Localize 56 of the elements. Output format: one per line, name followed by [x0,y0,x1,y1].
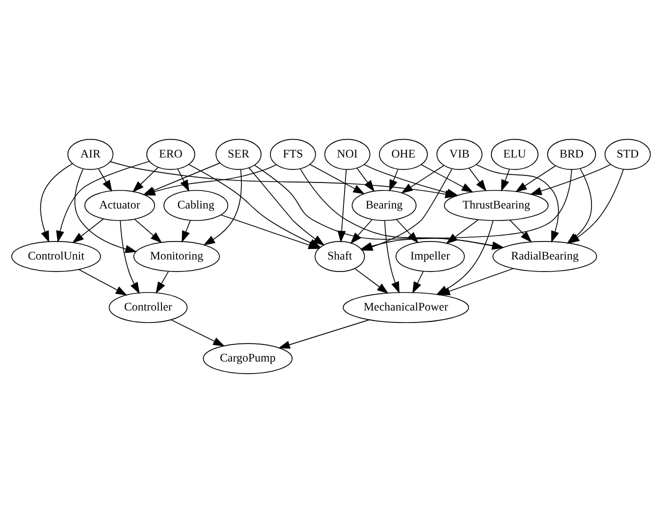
node-ellipse: Cabling [163,190,228,221]
arrow [515,165,556,192]
arrow [468,168,487,192]
node-ellipse: AIR [67,138,114,170]
arrow [530,164,612,195]
arrow [338,169,347,243]
arrow [412,270,424,294]
node-ellipse: FTS [270,138,316,170]
arrow [248,167,325,246]
arrow [389,168,398,192]
node-ellipse: SER [216,138,262,170]
arrow [364,164,459,197]
arrow [309,164,365,194]
arrow [509,220,532,243]
arrow [78,269,128,296]
arrow [476,164,559,243]
arrow [120,220,140,294]
arrow [420,164,474,192]
arrow [350,219,373,244]
node-ellipse: VIB [436,138,482,170]
node-ellipse: Shaft [314,241,365,272]
node-ellipse: ERO [146,138,196,170]
arrow [446,219,479,244]
arrow [501,168,510,192]
arrow [203,169,242,246]
node-ellipse: OHE [378,138,428,170]
arrow [182,220,191,243]
arrow [132,167,159,192]
node-ellipse: Impeller [396,241,465,272]
arrow [156,270,169,294]
arrow [396,219,419,244]
arrow [401,165,444,194]
arrow [74,168,138,254]
node-ellipse: Bearing [352,190,417,221]
arrow [356,168,375,192]
node-ellipse: STD [604,138,651,170]
node-ellipse: Controller [108,292,188,324]
arrow [56,160,150,243]
arrow [278,319,370,349]
arrow [72,218,104,244]
arrow [354,268,389,294]
node-ellipse: ELU [490,138,538,170]
arrow [134,218,162,244]
node-ellipse: CargoPump [202,343,293,374]
arrow [177,168,190,192]
arrow [170,319,225,346]
arrow [40,163,73,243]
node-ellipse: BRD [547,138,596,170]
node-ellipse: Actuator [84,190,156,221]
node-ellipse: MechanicalPower [342,292,470,324]
arrow [384,220,400,294]
node-ellipse: NOI [324,138,370,170]
arrow [438,268,514,296]
arrow [98,168,112,192]
node-ellipse: ControlUnit [11,241,101,272]
node-ellipse: Monitoring [133,241,220,272]
